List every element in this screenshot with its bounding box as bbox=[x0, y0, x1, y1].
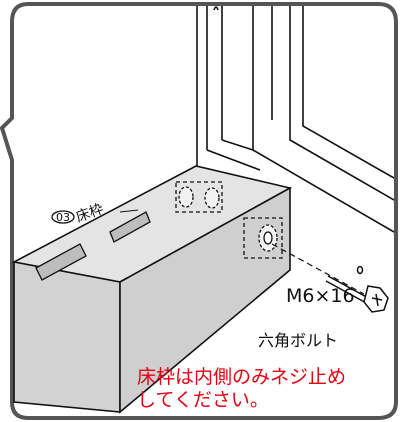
bolt-size-label: M6×16 bbox=[286, 285, 355, 307]
fastening-note-line1: 床枠は内側のみネジ止め bbox=[137, 366, 347, 388]
hex-bolt-icon bbox=[325, 265, 389, 313]
fastening-note-line2: してください。 bbox=[137, 389, 269, 411]
door-frame bbox=[196, 6, 395, 233]
insertion-guide-line bbox=[271, 243, 365, 295]
fastening-note: 床枠は内側のみネジ止め してください。 bbox=[137, 366, 392, 412]
floor-frame-beam bbox=[11, 165, 293, 414]
part-number: 03 bbox=[56, 211, 70, 224]
bolt-type-label: 六角ボルト bbox=[258, 331, 338, 350]
